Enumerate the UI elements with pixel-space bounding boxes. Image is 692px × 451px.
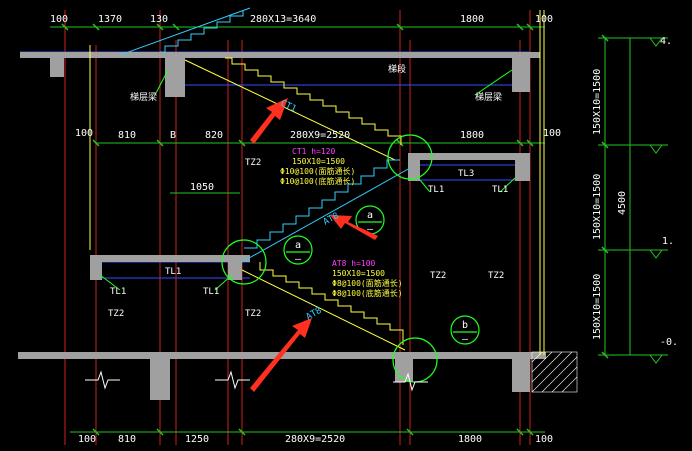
at8-line-1: 150X10=1500 <box>332 269 385 278</box>
dim-bottom-3: 280X9=2520 <box>285 434 345 445</box>
level-mark-mid: 1. <box>662 236 674 247</box>
vertical-dimension-labels: 150X10=1500 150X10=1500 150X10=1500 4500 <box>592 69 628 340</box>
detail-sub-a2: — <box>295 254 302 265</box>
axis-lines <box>64 10 531 445</box>
dim-top-5: 100 <box>535 14 553 25</box>
dim-top-3: 280X13=3640 <box>250 14 316 25</box>
dimension-labels: 100 1370 130 280X13=3640 1800 100 100 81… <box>50 14 678 445</box>
label-tl1-slab: TL1 <box>165 267 181 277</box>
dimension-ticks <box>61 23 609 436</box>
detail-label-a2: a <box>295 240 301 251</box>
dim-mid-5: 1800 <box>460 130 484 141</box>
label-tl3: TL3 <box>458 169 474 179</box>
ct1-header: CT1 h=120 <box>292 147 336 156</box>
label-top-slab: 梯段 <box>388 63 406 75</box>
break-markers <box>85 370 428 392</box>
dim-bottom-5: 100 <box>535 434 553 445</box>
dim-top-4: 1800 <box>460 14 484 25</box>
label-tz2-right-a: TZ2 <box>430 271 446 281</box>
detail-sub-b: — <box>462 334 469 345</box>
dim-mid-3: 820 <box>205 130 223 141</box>
detail-sub-a1: — <box>367 224 374 235</box>
vdim-1: 150X10=1500 <box>592 69 603 135</box>
dim-top-1: 1370 <box>98 14 122 25</box>
pointer-arrows <box>250 98 378 392</box>
dim-mid-4: 280X9=2520 <box>290 130 350 141</box>
label-tl1-left-b: TL1 <box>203 287 219 297</box>
level-mark-top: 4. <box>660 36 672 47</box>
dim-bottom-4: 1800 <box>458 434 482 445</box>
label-tz2-left: TZ2 <box>108 309 124 319</box>
level-mark-bottom: -0. <box>660 337 678 348</box>
label-tl1-left-a: TL1 <box>110 287 126 297</box>
label-tl1-right-b: TL1 <box>492 185 508 195</box>
at8-header: AT8 h=100 <box>332 259 376 268</box>
dim-mid-6: 100 <box>543 128 561 139</box>
level-marks <box>649 37 663 364</box>
dim-mid-2: B <box>170 130 176 141</box>
dim-bottom-1: 810 <box>118 434 136 445</box>
leaders <box>99 69 516 291</box>
at8-line-2: Φ8@100(面筋通长) <box>332 278 403 288</box>
stair-ascending <box>119 7 411 263</box>
dim-top-2: 130 <box>150 14 168 25</box>
at8-line-3: Φ8@100(底筋通长) <box>332 288 403 298</box>
detail-labels: a a b — — — <box>295 210 469 345</box>
ct1-callout: CT1 h=120 150X10=1500 Φ10@100(面筋通长) Φ10@… <box>280 147 355 186</box>
label-tz2-mid: TZ2 <box>245 309 261 319</box>
detail-label-b: b <box>462 320 468 331</box>
label-right-beam: 梯层梁 <box>475 91 502 103</box>
vdim-2: 150X10=1500 <box>592 174 603 240</box>
label-left-beam: 梯层梁 <box>130 91 157 103</box>
label-tz2-right-b: TZ2 <box>488 271 504 281</box>
dim-bottom-0: 100 <box>78 434 96 445</box>
dim-1050: 1050 <box>190 182 214 193</box>
ct1-line-2: Φ10@100(面筋通长) <box>280 166 355 176</box>
ct1-line-3: Φ10@100(底筋通长) <box>280 176 355 186</box>
beam-labels: 梯段 梯层梁 梯层梁 TL1 TL3 TL1 TL1 TL1 TL1 TZ2 T… <box>108 63 508 319</box>
at8-callout: AT8 h=100 150X10=1500 Φ8@100(面筋通长) Φ8@10… <box>332 259 403 298</box>
tag-at8-upper: AT8 <box>322 211 341 227</box>
detail-label-a1: a <box>367 210 373 221</box>
dim-mid-0: 100 <box>75 128 93 139</box>
vdim-3: 150X10=1500 <box>592 274 603 340</box>
label-tl1-right-a: TL1 <box>428 185 444 195</box>
dim-bottom-2: 1250 <box>185 434 209 445</box>
dim-mid-1: 810 <box>118 130 136 141</box>
dimension-lines <box>50 26 668 433</box>
dim-top-0: 100 <box>50 14 68 25</box>
label-tz2-upper: TZ2 <box>245 158 261 168</box>
stair-flights <box>89 10 545 355</box>
vdim-total: 4500 <box>617 191 628 215</box>
detail-circles <box>221 134 480 383</box>
ct1-line-1: 150X10=1500 <box>292 157 345 166</box>
